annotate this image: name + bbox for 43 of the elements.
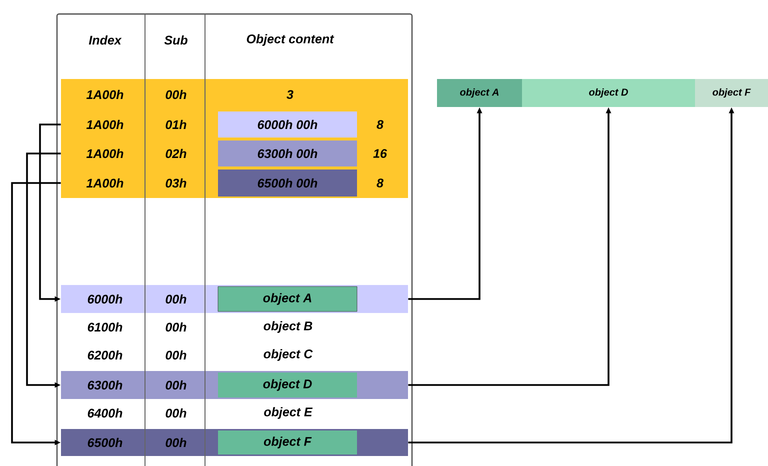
table-row bbox=[61, 79, 408, 110]
table-row bbox=[61, 429, 408, 456]
cell-text: 00h bbox=[166, 294, 186, 304]
cell-text: 00h bbox=[166, 438, 186, 448]
mapping-cell: object F bbox=[218, 430, 357, 454]
cell-text: object C bbox=[264, 349, 313, 361]
cell-text: 6300h bbox=[88, 380, 122, 390]
cell-text: 00h bbox=[166, 90, 186, 100]
cell-text: 6500h bbox=[88, 438, 122, 448]
mapping-cell: object A bbox=[218, 286, 358, 312]
cell-text: 6200h bbox=[88, 350, 122, 360]
cell-text: 8 bbox=[376, 120, 384, 129]
column-header: Sub bbox=[164, 35, 188, 45]
mapping-cell: 6000h 00h bbox=[218, 112, 357, 138]
cell-text: object E bbox=[264, 407, 313, 419]
mapping-cell: 6300h 00h bbox=[218, 140, 357, 166]
table-row bbox=[61, 110, 408, 139]
pdo-segment: object A bbox=[437, 79, 522, 107]
cell-text: 1A00h bbox=[86, 148, 124, 158]
table-row bbox=[61, 168, 408, 198]
cell-text: 1A00h bbox=[86, 90, 124, 100]
cell-text: 1A00h bbox=[86, 120, 124, 130]
table-row bbox=[61, 285, 408, 313]
cell-text: 00h bbox=[166, 408, 186, 418]
cell-text: 00h bbox=[166, 350, 186, 360]
cell-text: 6400h bbox=[88, 408, 122, 418]
cell-text: 6000h bbox=[88, 294, 122, 304]
cell-text: 01h bbox=[166, 120, 186, 130]
column-header: Index bbox=[88, 35, 122, 45]
cell-text: 00h bbox=[166, 380, 186, 390]
pdo-segment: object D bbox=[522, 79, 695, 107]
table-row bbox=[61, 139, 408, 168]
mapping-cell: 6500h 00h bbox=[218, 170, 357, 196]
mapping-cell: object D bbox=[218, 372, 357, 398]
cell-text: 3 bbox=[286, 90, 294, 99]
cell-text: 03h bbox=[166, 178, 186, 188]
cell-text: 02h bbox=[166, 148, 186, 158]
cell-text: 16 bbox=[373, 149, 388, 158]
pdo-segment: object F bbox=[695, 79, 768, 107]
cell-text: 8 bbox=[376, 178, 384, 188]
column-header: Object content bbox=[246, 34, 334, 46]
cell-text: 1A00h bbox=[86, 178, 124, 188]
table-row bbox=[61, 371, 408, 399]
